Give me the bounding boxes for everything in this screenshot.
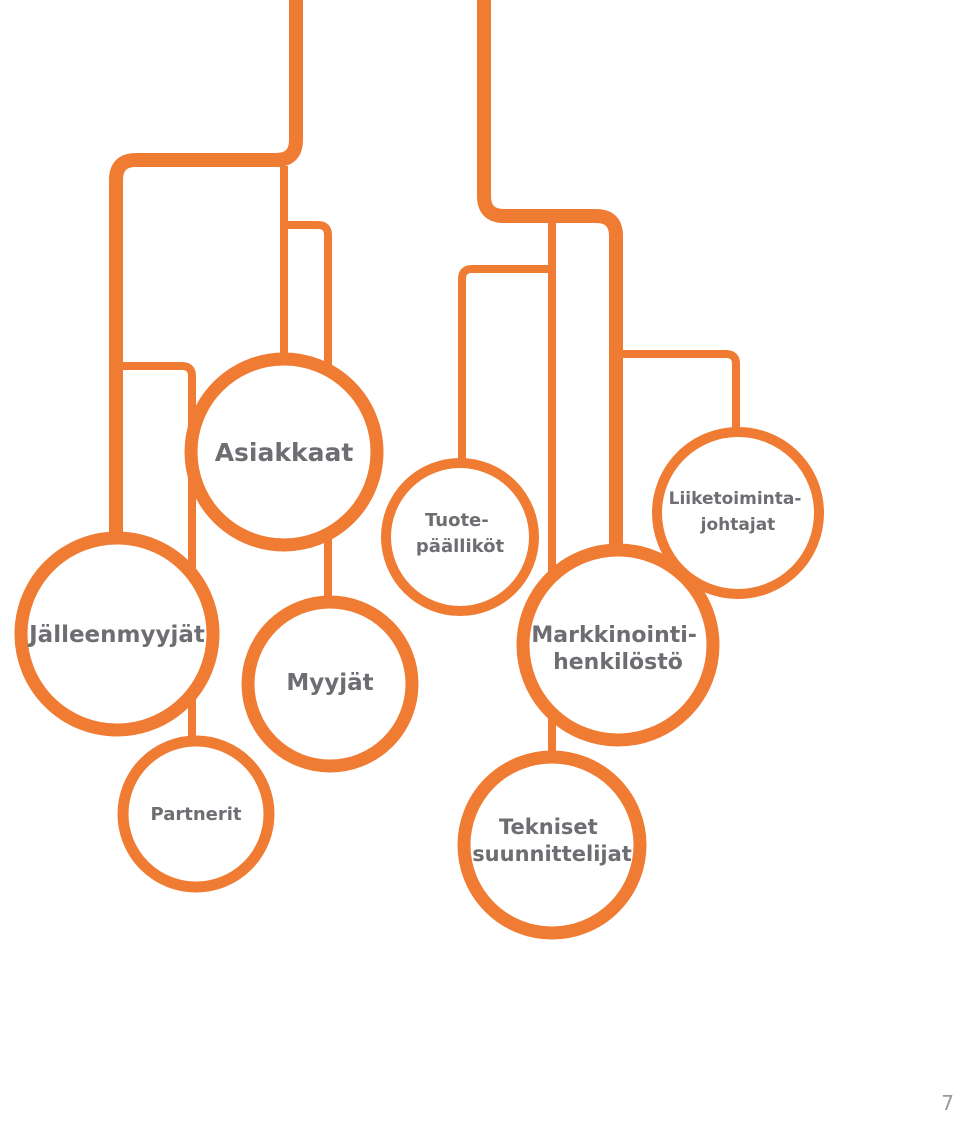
node-label-liiketoimintajohtajat: Liiketoiminta- johtajat: [669, 489, 808, 535]
label-line: Tuote-: [425, 510, 489, 531]
label-line: Partnerit: [150, 804, 241, 825]
node-ring: [652, 427, 824, 599]
node-label-partnerit: Partnerit: [150, 804, 241, 825]
node-ring: [381, 458, 539, 616]
node-label-tekniset-suunnittelijat: Tekniset suunnittelijat: [472, 815, 632, 866]
node-ring: [241, 595, 419, 773]
node-myyjat: Myyjät: [241, 595, 419, 773]
node-tuotepaallikot: Tuote- päälliköt: [381, 458, 539, 616]
node-partnerit: Partnerit: [117, 735, 275, 893]
node-tekniset-suunnittelijat: Tekniset suunnittelijat: [457, 750, 647, 940]
label-line: suunnittelijat: [472, 842, 632, 866]
node-label-jalleenmyyjat: Jälleenmyyjät: [27, 622, 205, 648]
node-jalleenmyyjat: Jälleenmyyjät: [14, 531, 220, 737]
wire-right-trunk: [477, 0, 623, 545]
label-line: Myyjät: [286, 670, 373, 696]
label-line: Liiketoiminta-: [669, 489, 802, 509]
node-ring: [14, 531, 220, 737]
wire-left-trunk: [109, 0, 303, 535]
node-markkinointihenkilosto: Markkinointi- henkilöstö: [516, 543, 720, 747]
label-line: päälliköt: [416, 536, 505, 557]
node-label-markkinointihenkilosto: Markkinointi- henkilöstö: [531, 623, 704, 675]
node-label-tuotepaallikot: Tuote- päälliköt: [416, 510, 505, 557]
node-liiketoimintajohtajat: Liiketoiminta- johtajat: [652, 427, 824, 599]
label-line: johtajat: [700, 515, 776, 535]
node-ring: [516, 543, 720, 747]
wire-partnerit: [120, 362, 196, 742]
wire-myyjat: [284, 221, 332, 600]
label-line: Tekniset: [499, 815, 598, 839]
node-asiakkaat: Asiakkaat: [184, 352, 384, 552]
node-ring: [184, 352, 384, 552]
label-line: Jälleenmyyjät: [27, 622, 205, 648]
node-ring: [117, 735, 275, 893]
wire-tuotepaallikot: [458, 265, 550, 462]
node-label-asiakkaat: Asiakkaat: [215, 438, 354, 467]
label-line: Asiakkaat: [215, 438, 354, 467]
wire-liiketoiminta: [620, 350, 740, 432]
label-line: Markkinointi-: [531, 623, 697, 648]
label-line: henkilöstö: [553, 650, 683, 675]
node-ring: [457, 750, 647, 940]
connector-lines: [109, 0, 740, 760]
node-label-myyjat: Myyjät: [286, 670, 373, 696]
page-number: 7: [941, 1091, 954, 1115]
